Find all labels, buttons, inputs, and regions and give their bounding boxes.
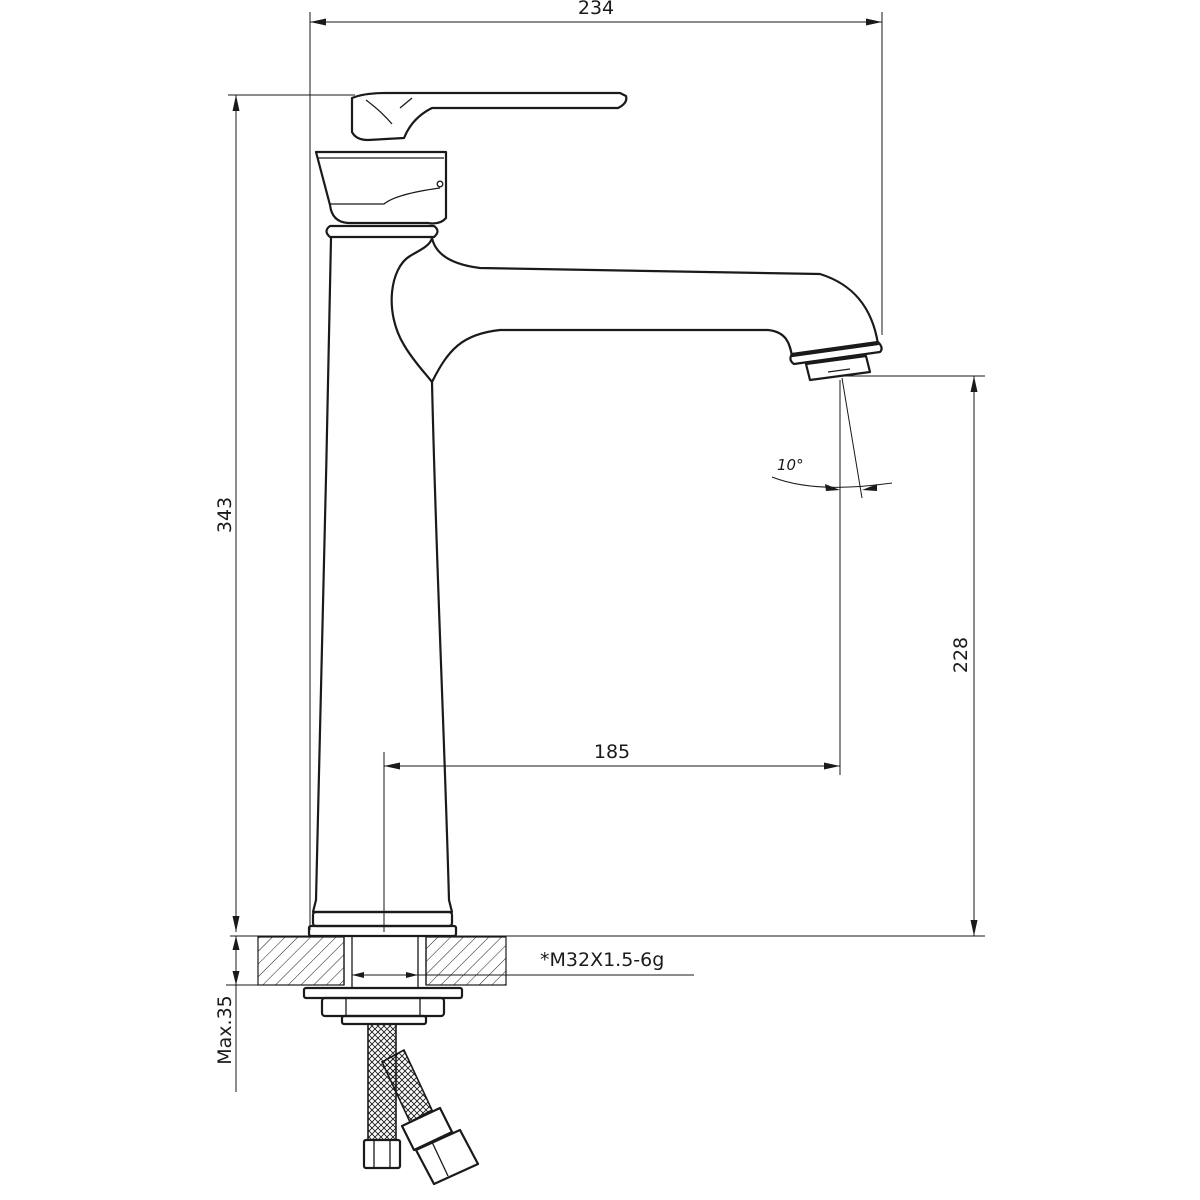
mounting-stud [351,937,419,988]
thread-spec-label: *M32X1.5-6g [540,949,664,971]
dimension-overall-height: 343 [214,94,355,932]
dimension-overall-width: 234 [309,0,883,930]
counter-thickness-label: Max.35 [214,995,236,1065]
dimension-spout-reach: 185 [383,380,841,932]
spout-angle-label: 10° [777,456,804,474]
thread-spec: *M32X1.5-6g [418,949,694,976]
overall-height-label: 343 [214,497,236,533]
collar-ring [325,224,439,239]
spout-reach-label: 185 [594,741,630,763]
faucet-body [307,91,883,938]
aerator [804,354,872,382]
base-flange [307,924,458,938]
main-column [311,236,454,914]
spout-height-label: 228 [950,637,972,673]
flexible-hose-left [362,1023,402,1170]
aerator-ring [789,340,883,366]
countertop-section [257,936,507,986]
lock-nut [302,986,464,1026]
handle-cap [314,150,448,225]
dimension-spout-height: 228 [230,375,985,937]
overall-width-label: 234 [578,0,614,19]
handle-lever [350,91,628,142]
flexible-hose-right [380,1048,480,1186]
dimension-counter-thickness: Max.35 [214,936,262,1092]
spout [390,236,880,384]
base-ring [311,910,454,928]
dimension-spout-angle: 10° [771,377,893,499]
